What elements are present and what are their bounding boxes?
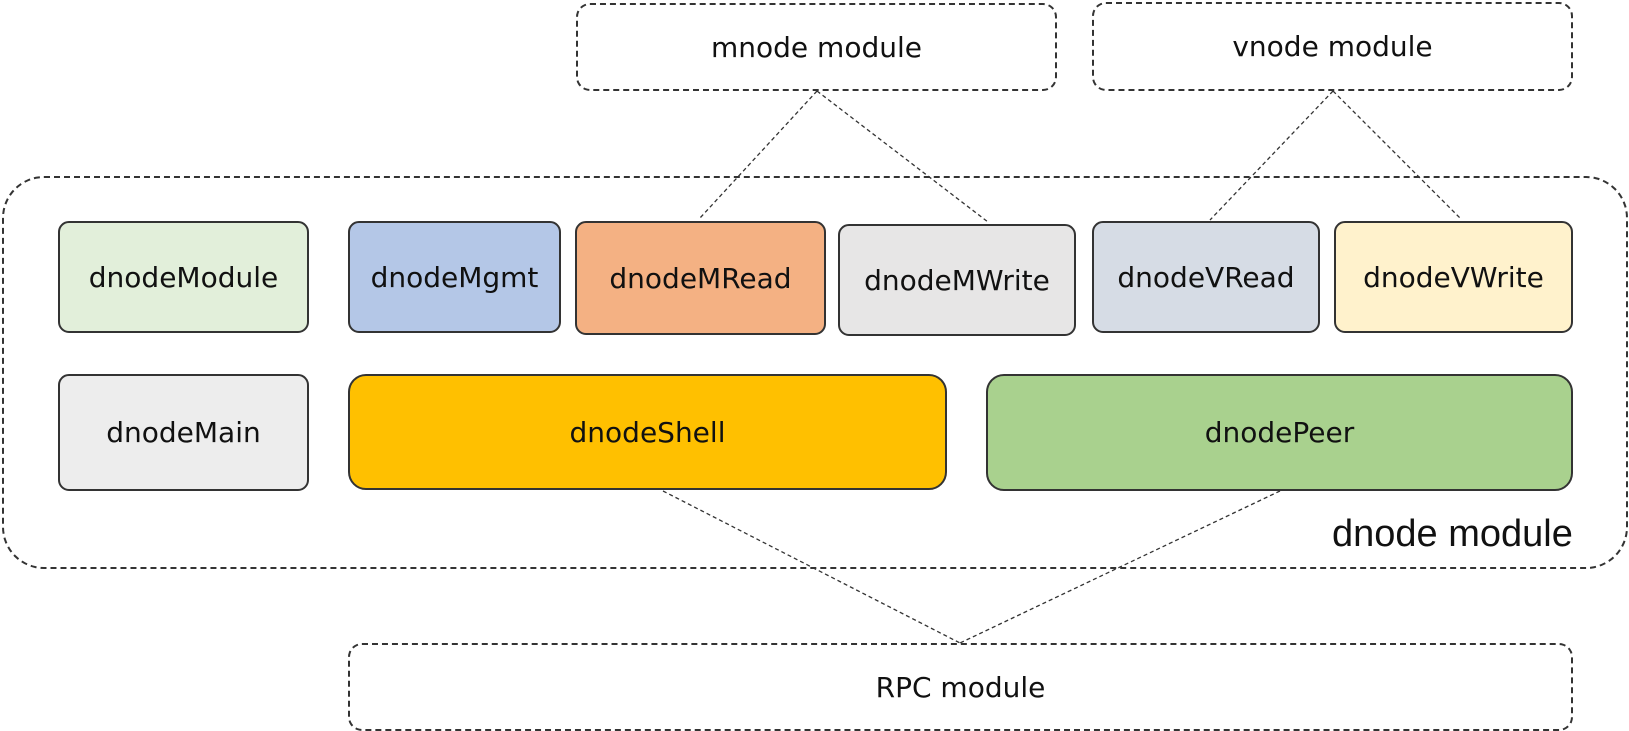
dnode-vwrite-label: dnodeVWrite [1363,260,1544,294]
dnode-mgmt-label: dnodeMgmt [370,260,539,294]
dnode-mread-box: dnodeMRead [575,221,826,335]
dnode-main-box: dnodeMain [58,374,309,491]
dnode-module-label: dnode module [1332,513,1573,555]
vnode-module-label: vnode module [1232,30,1433,63]
connector-mnode-to-mwrite [816,90,989,223]
connector-mnode-to-mread [699,90,818,219]
dnode-vread-label: dnodeVRead [1117,260,1295,294]
dnode-peer-label: dnodePeer [1204,416,1355,449]
dnode-module-container [2,176,1628,569]
vnode-module: vnode module [1092,2,1573,91]
dnode-shell-label: dnodeShell [569,415,726,449]
dnode-vwrite-box: dnodeVWrite [1334,221,1573,333]
mnode-module: mnode module [576,3,1057,91]
dnode-mread-label: dnodeMRead [609,261,792,295]
connector-vnode-to-vwrite [1332,90,1461,219]
dnode-mgmt-box: dnodeMgmt [348,221,561,333]
dnode-vread-box: dnodeVRead [1092,221,1320,333]
rpc-module-label: RPC module [875,670,1046,704]
dnode-peer-box: dnodePeer [986,374,1573,491]
mnode-module-label: mnode module [711,30,922,64]
dnode-mwrite-label: dnodeMWrite [864,263,1050,297]
connector-vnode-to-vread [1209,90,1334,221]
dnode-module-box: dnodeModule [58,221,309,333]
rpc-module: RPC module [348,643,1573,731]
dnode-module-box-label: dnodeModule [88,260,279,294]
dnode-main-label: dnodeMain [106,416,261,449]
dnode-mwrite-box: dnodeMWrite [838,224,1076,336]
dnode-shell-box: dnodeShell [348,374,947,490]
